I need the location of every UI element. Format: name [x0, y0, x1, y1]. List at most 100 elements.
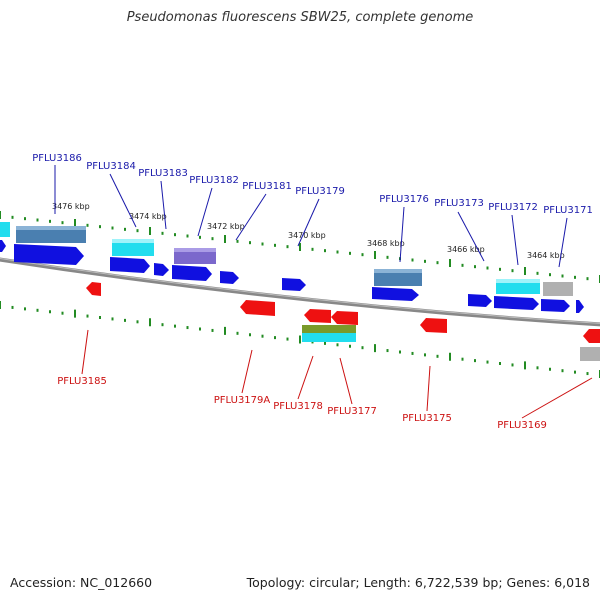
scale-label: 3470 kbp: [288, 231, 326, 240]
forward-gene-label[interactable]: PFLU3171: [543, 205, 593, 216]
reverse-gene-arrow[interactable]: [583, 329, 600, 343]
minor-tick: [249, 241, 251, 245]
major-tick: [374, 344, 376, 353]
forward-gene-arrow[interactable]: [576, 300, 584, 313]
reverse-gene-label[interactable]: PFLU3179A: [214, 395, 271, 406]
minor-tick: [111, 317, 114, 321]
major-tick: [0, 301, 1, 309]
forward-gene-arrow[interactable]: [541, 299, 570, 312]
gene-block[interactable]: [302, 333, 356, 342]
reverse-gene-arrow[interactable]: [304, 309, 331, 323]
reverse-gene-arrow[interactable]: [331, 311, 358, 325]
forward-gene-arrow[interactable]: [468, 294, 492, 307]
gene-block[interactable]: [543, 282, 573, 296]
scale-label: 3476 kbp: [52, 202, 90, 211]
major-tick: [374, 251, 376, 259]
minor-tick: [461, 263, 464, 267]
forward-gene-label[interactable]: PFLU3181: [242, 181, 292, 192]
minor-tick: [49, 219, 51, 223]
minor-tick: [511, 363, 514, 367]
major-tick: [224, 235, 226, 243]
minor-tick: [499, 267, 501, 271]
minor-tick: [11, 305, 14, 309]
minor-tick: [486, 360, 489, 364]
minor-tick: [349, 344, 351, 348]
gene-block[interactable]: [580, 347, 600, 361]
reverse-gene-arrow[interactable]: [420, 318, 447, 333]
forward-gene-arrow[interactable]: [282, 278, 306, 291]
forward-label-leader: [457, 211, 485, 262]
forward-gene-label[interactable]: PFLU3176: [379, 194, 429, 205]
forward-gene-arrow[interactable]: [372, 287, 419, 301]
minor-tick: [586, 277, 589, 281]
minor-tick: [474, 359, 476, 363]
forward-gene-arrow[interactable]: [14, 244, 84, 265]
scale-label: 3464 kbp: [527, 251, 565, 260]
minor-tick: [161, 231, 164, 235]
minor-tick: [386, 349, 389, 353]
forward-gene-label[interactable]: PFLU3183: [138, 168, 188, 179]
minor-tick: [286, 337, 289, 341]
minor-tick: [474, 265, 476, 269]
reverse-label-leader: [521, 377, 593, 419]
reverse-gene-arrow[interactable]: [86, 282, 101, 296]
forward-gene-arrow[interactable]: [154, 263, 169, 276]
reverse-label-leader: [426, 365, 431, 412]
forward-label-leader: [197, 187, 213, 237]
minor-tick: [424, 353, 426, 357]
reverse-gene-label[interactable]: PFLU3185: [57, 376, 107, 387]
minor-tick: [186, 326, 189, 330]
gene-block[interactable]: [0, 222, 10, 237]
forward-gene-arrow[interactable]: [220, 271, 239, 284]
forward-gene-label[interactable]: PFLU3179: [295, 186, 345, 197]
forward-gene-label[interactable]: PFLU3186: [32, 153, 82, 164]
reverse-gene-label[interactable]: PFLU3178: [273, 401, 323, 412]
forward-gene-label[interactable]: PFLU3182: [189, 175, 239, 186]
minor-tick: [174, 324, 176, 328]
minor-tick: [574, 370, 576, 374]
map-title: Pseudomonas fluorescens SBW25, complete …: [126, 10, 474, 25]
minor-tick: [236, 239, 239, 243]
minor-tick: [36, 308, 39, 312]
reverse-gene-label[interactable]: PFLU3177: [327, 406, 377, 417]
feature-row-upper: [0, 222, 573, 296]
forward-label-leader: [109, 173, 137, 228]
gene-block[interactable]: [302, 325, 356, 333]
forward-gene-label[interactable]: PFLU3173: [434, 198, 484, 209]
minor-tick: [136, 320, 139, 324]
minor-tick: [24, 307, 26, 311]
reverse-gene-label[interactable]: PFLU3175: [402, 413, 452, 424]
reverse-gene-label[interactable]: PFLU3169: [497, 420, 547, 431]
reverse-label-leader: [297, 355, 314, 400]
minor-tick: [86, 223, 89, 227]
genome-backbone: [0, 257, 600, 327]
lower-tick-row: [0, 301, 600, 378]
major-tick: [149, 227, 151, 235]
minor-tick: [349, 251, 351, 255]
forward-gene-label[interactable]: PFLU3172: [488, 202, 538, 213]
forward-gene-arrow[interactable]: [0, 240, 6, 252]
forward-label-leader: [297, 198, 320, 247]
reverse-cds-row: [86, 282, 600, 343]
reverse-gene-arrow[interactable]: [240, 300, 275, 316]
minor-tick: [536, 271, 539, 275]
reverse-label-leader: [241, 349, 253, 394]
minor-tick: [99, 225, 101, 229]
forward-label-leader: [511, 214, 519, 266]
forward-gene-arrow[interactable]: [494, 296, 539, 310]
major-tick: [74, 309, 76, 318]
forward-gene-label[interactable]: PFLU3184: [86, 161, 136, 172]
minor-tick: [424, 259, 426, 263]
gene-block[interactable]: [16, 226, 86, 243]
minor-tick: [99, 316, 101, 319]
minor-tick: [486, 266, 489, 270]
gene-block[interactable]: [374, 269, 422, 286]
minor-tick: [411, 258, 414, 262]
major-tick: [524, 267, 526, 275]
forward-gene-arrow[interactable]: [110, 257, 150, 273]
major-tick: [74, 219, 76, 227]
forward-gene-arrow[interactable]: [172, 265, 212, 281]
gene-block[interactable]: [112, 239, 154, 256]
minor-tick: [236, 331, 239, 335]
